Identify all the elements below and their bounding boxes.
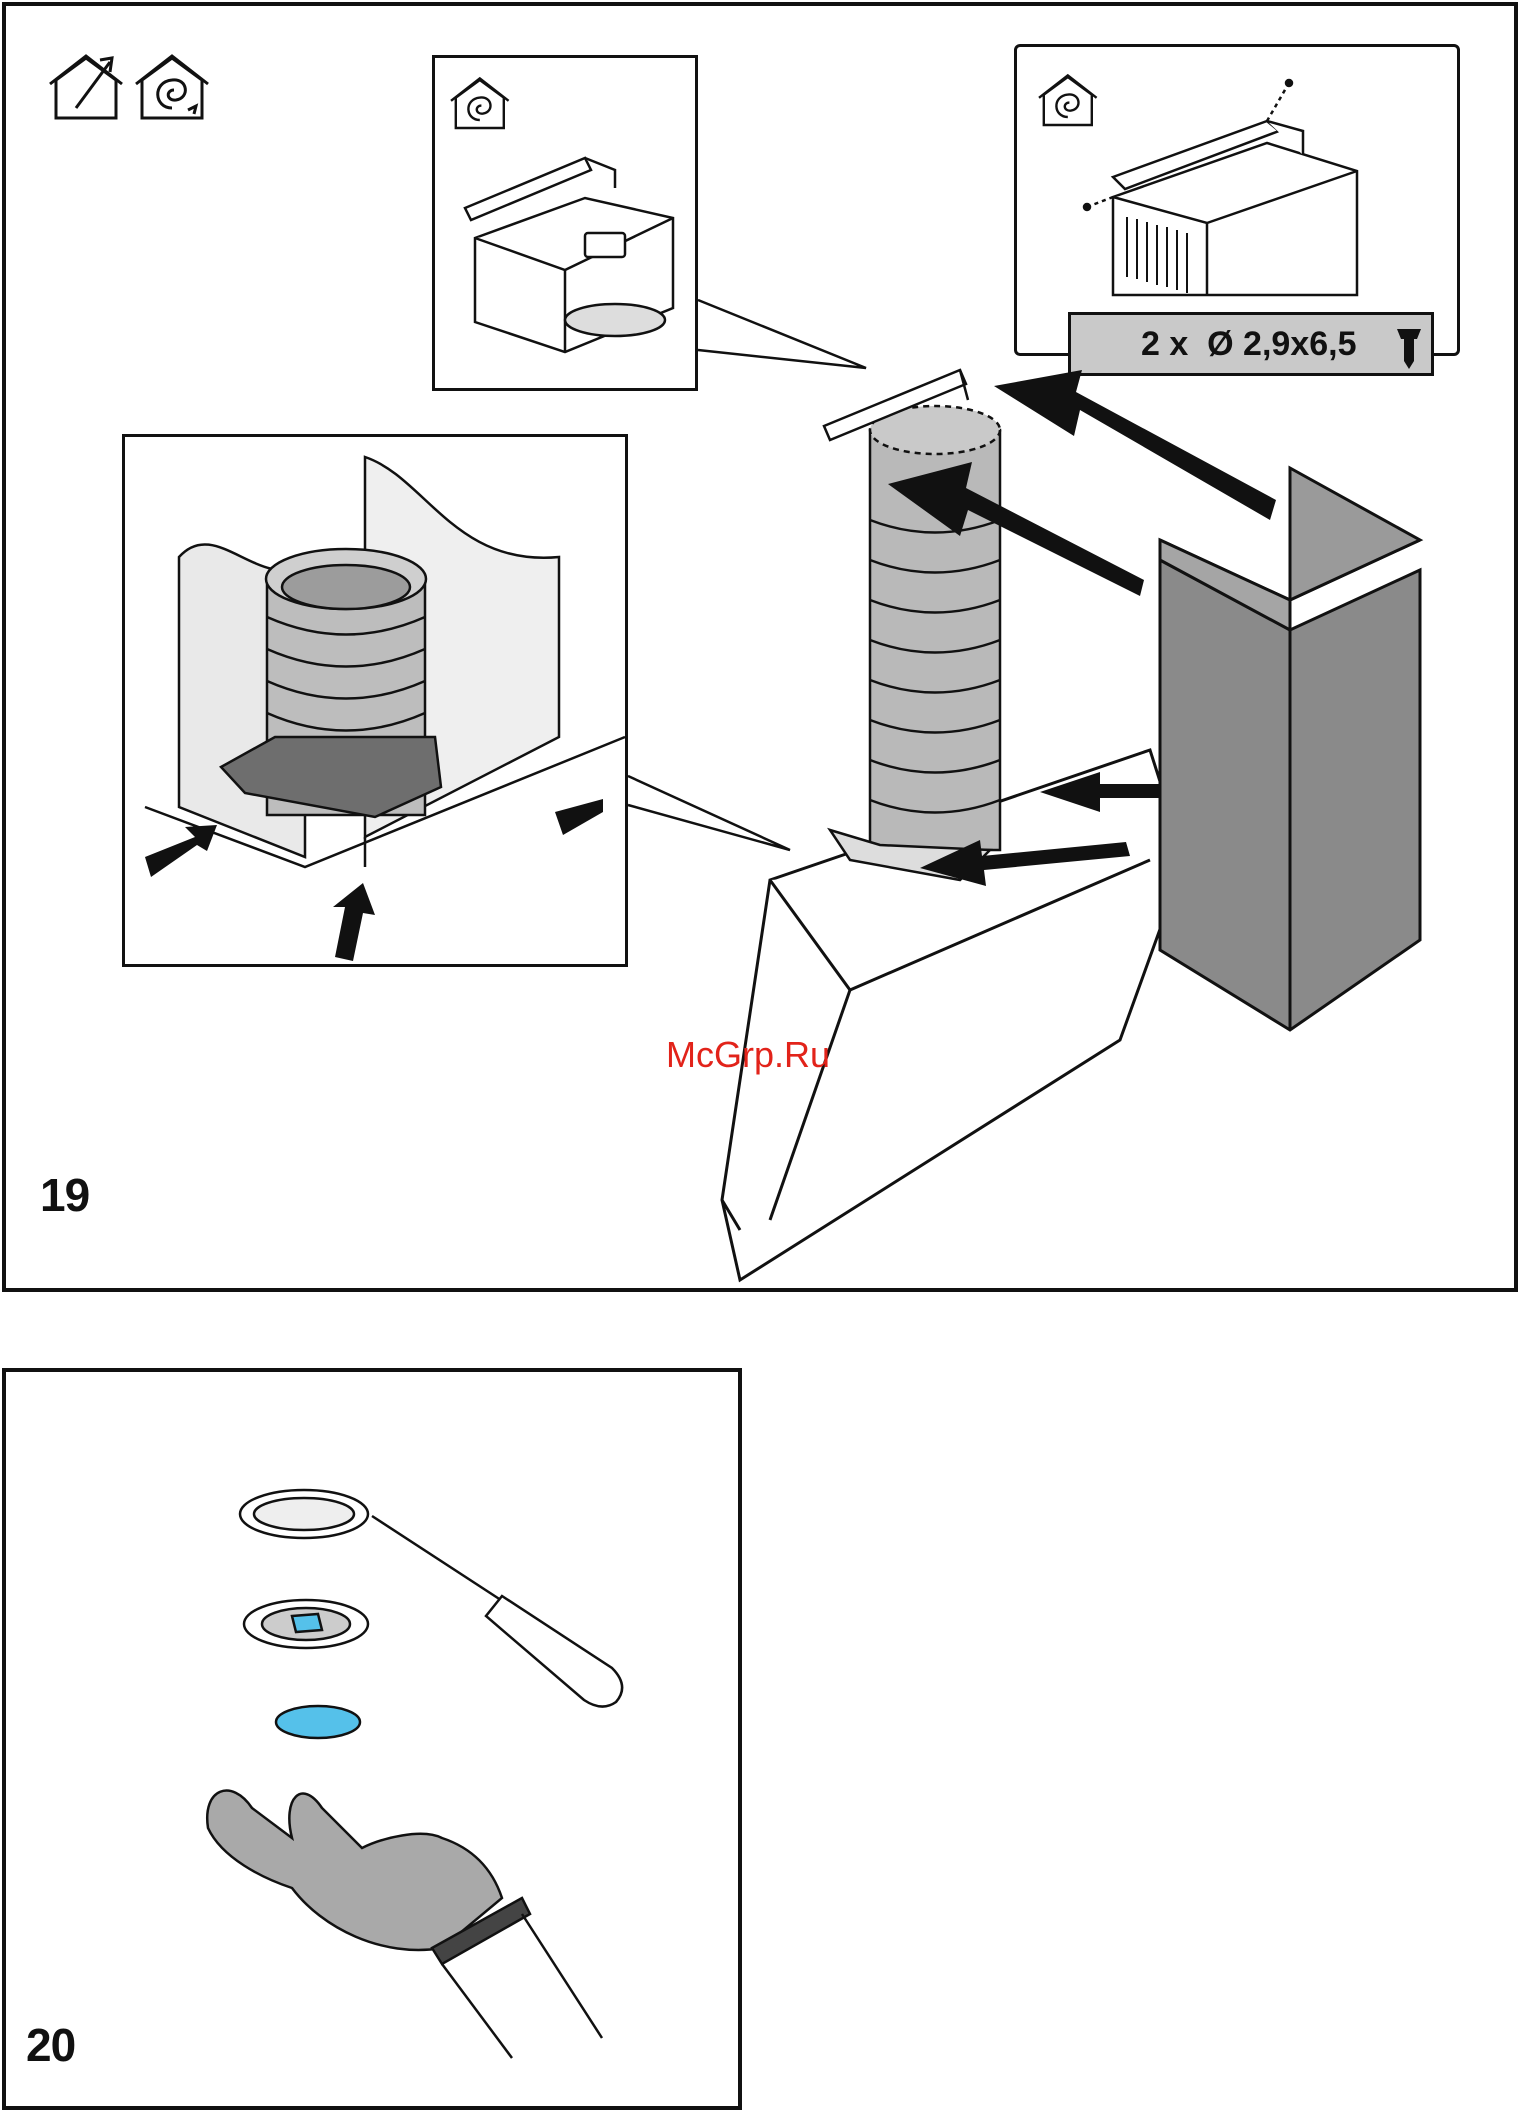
hood-chimney-drawing	[0, 0, 1520, 1300]
step-number-20: 20	[26, 2018, 75, 2072]
lamp-holder	[244, 1600, 368, 1648]
watermark: McGrp.Ru	[666, 1034, 830, 1076]
screwdriver-icon	[372, 1516, 622, 1707]
lamp-cover	[240, 1490, 368, 1538]
gloved-hand-icon	[207, 1791, 602, 2058]
step-number-19: 19	[40, 1168, 89, 1222]
chimney-cover	[1160, 468, 1420, 1030]
led-lamp-replacement-drawing	[2, 1368, 742, 2110]
led-lamp	[276, 1706, 360, 1738]
